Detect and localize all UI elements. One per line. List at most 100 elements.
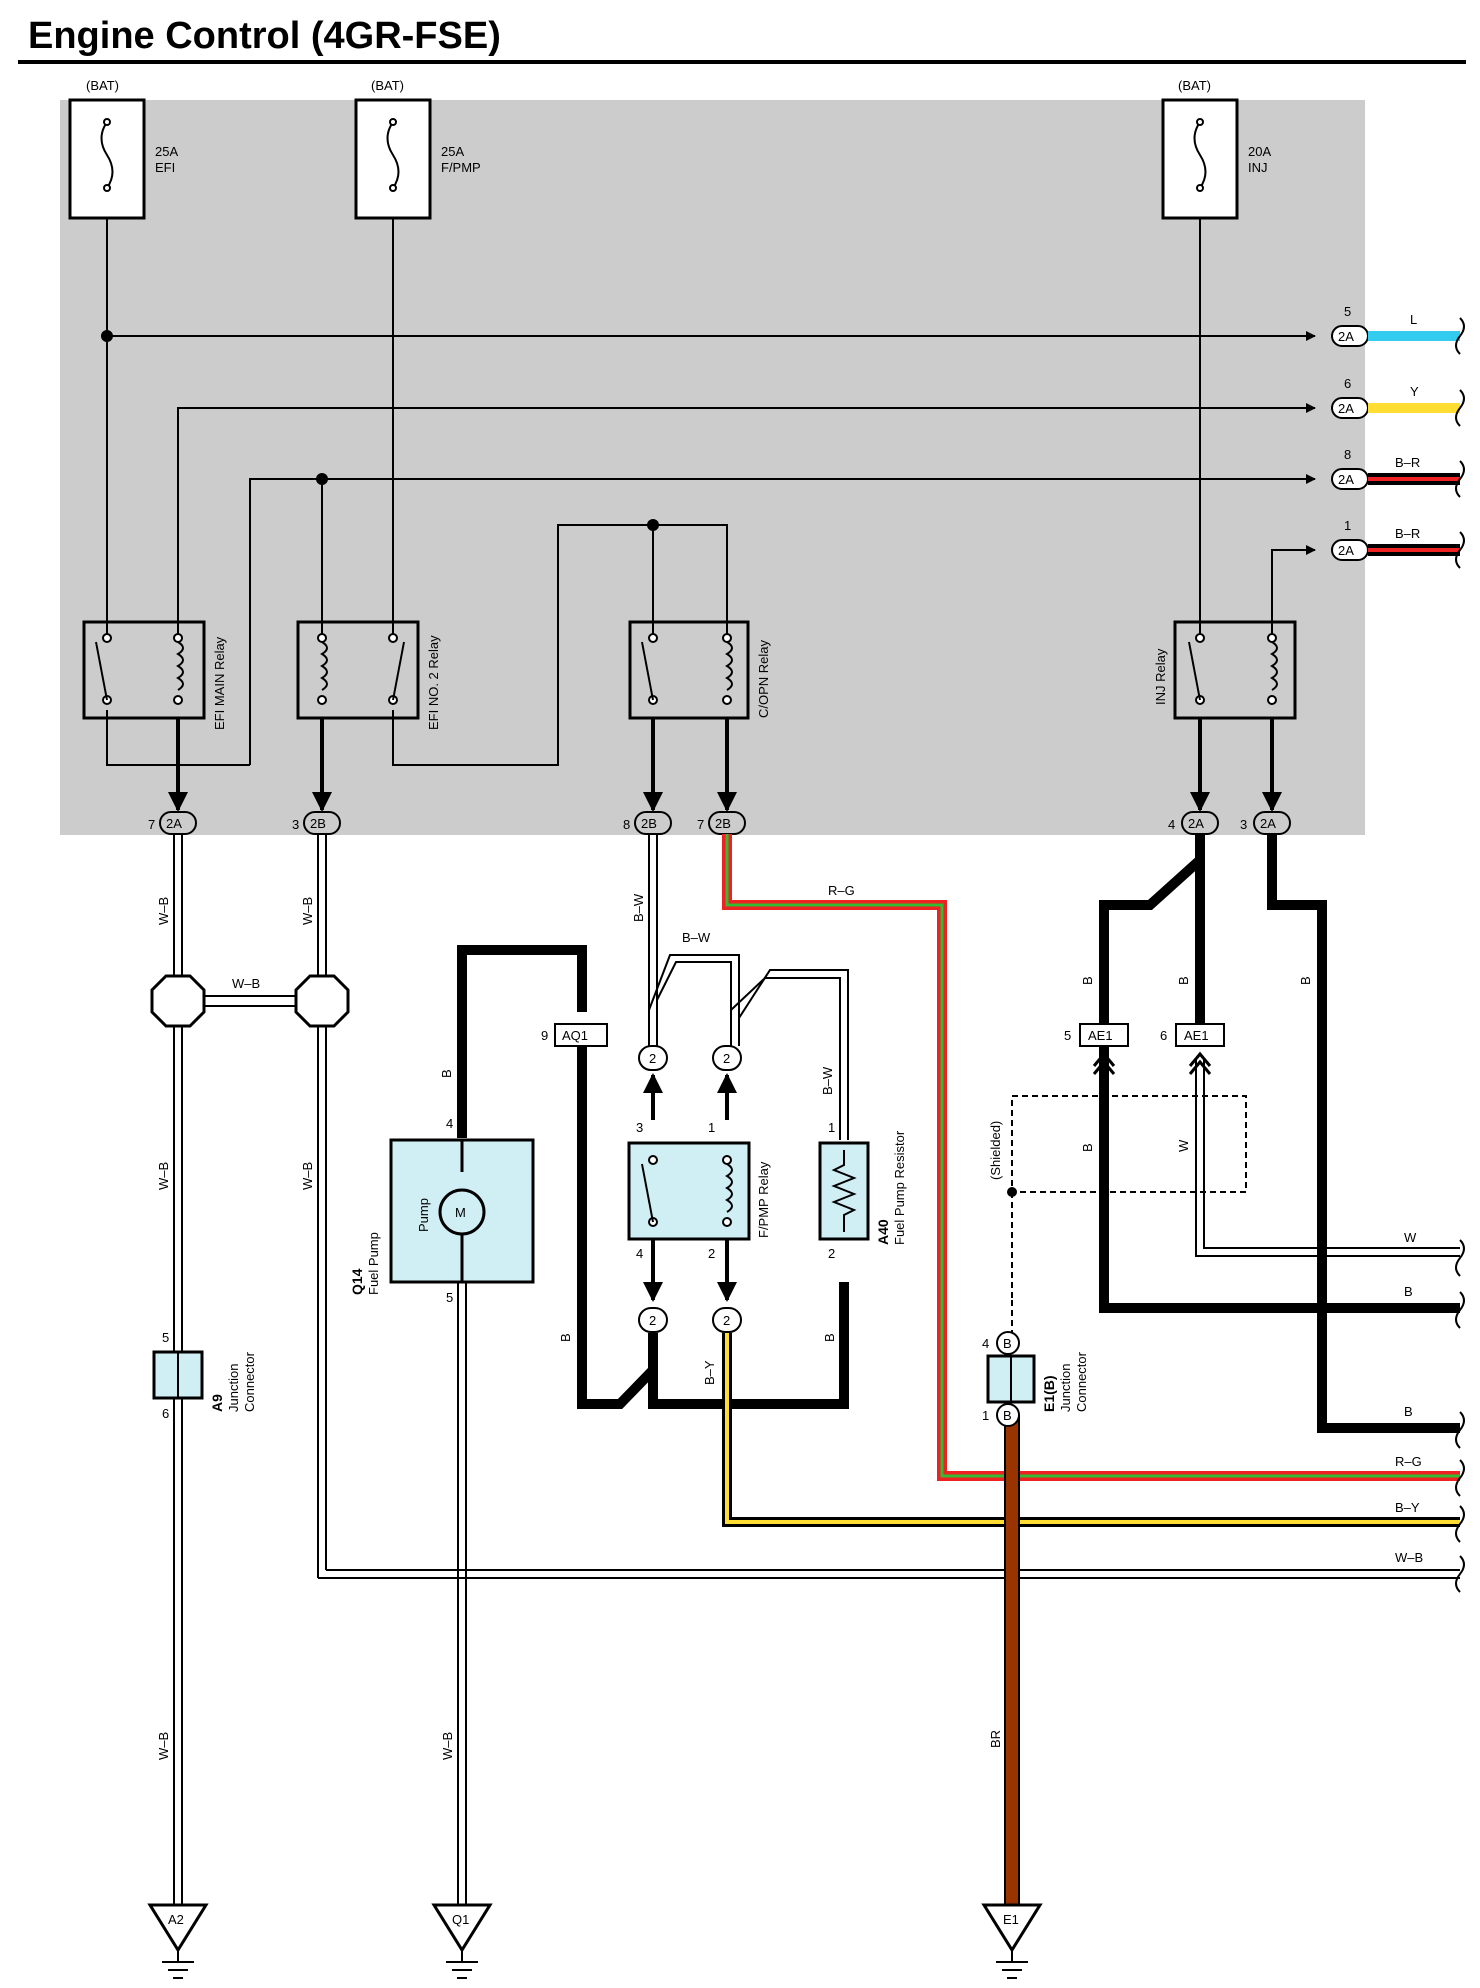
svg-text:Y: Y [1410,384,1419,399]
svg-text:5: 5 [446,1290,453,1305]
svg-text:B: B [558,1333,573,1342]
svg-text:B: B [1003,1336,1012,1351]
svg-text:3: 3 [292,817,299,832]
svg-text:W: W [1176,1139,1191,1152]
svg-text:W–B: W–B [300,1162,315,1190]
svg-text:AE1: AE1 [1088,1028,1113,1043]
wire-y [1368,403,1460,413]
efi-main-relay: EFI MAIN Relay [82,620,227,730]
svg-text:C/OPN Relay: C/OPN Relay [756,639,771,718]
svg-text:B–R: B–R [1395,455,1420,470]
svg-text:5: 5 [1064,1028,1071,1043]
svg-text:A9: A9 [209,1394,225,1412]
svg-text:B–Y: B–Y [702,1360,717,1385]
svg-text:4: 4 [982,1336,989,1351]
svg-text:2: 2 [708,1246,715,1261]
svg-text:B: B [822,1333,837,1342]
svg-text:2: 2 [723,1051,730,1066]
fpmp-section-connectors: 2 2 2 2 [638,1045,742,1333]
svg-text:1: 1 [982,1408,989,1423]
svg-text:B: B [1404,1404,1413,1419]
svg-text:Connector: Connector [242,1351,257,1412]
junction-block-panel [60,100,1365,835]
svg-text:W–B: W–B [156,1162,171,1190]
splice-octagons [150,974,350,1028]
svg-text:B: B [1298,976,1313,985]
svg-text:6: 6 [1344,376,1351,391]
svg-text:25A: 25A [441,144,464,159]
svg-text:Q14: Q14 [349,1268,365,1295]
svg-text:7: 7 [697,817,704,832]
svg-text:3: 3 [636,1120,643,1135]
svg-text:M: M [455,1205,466,1220]
svg-text:2B: 2B [310,816,326,831]
svg-text:2A: 2A [1260,816,1276,831]
svg-text:B–W: B–W [631,893,646,922]
svg-text:W–B: W–B [440,1732,455,1760]
svg-text:5: 5 [162,1330,169,1345]
svg-text:F/PMP: F/PMP [441,160,481,175]
svg-text:20A: 20A [1248,144,1271,159]
svg-text:2: 2 [828,1246,835,1261]
junction-connector-a9: 5 6 A9 Junction Connector [152,1330,257,1421]
fuel-pump-q14: B 4 M Pump 5 Q14 Fuel Pump [349,945,587,1305]
svg-text:W–B: W–B [300,897,315,925]
relay-to-connector-leads [168,718,1282,812]
svg-text:W: W [1404,1230,1417,1245]
svg-text:INJ Relay: INJ Relay [1153,648,1168,705]
svg-text:AE1: AE1 [1184,1028,1209,1043]
page-title: Engine Control (4GR-FSE) [28,15,501,57]
fuse-inj: (BAT) 20A INJ [1161,78,1271,220]
svg-text:W–B: W–B [156,897,171,925]
wb-wires [173,834,1460,1905]
svg-text:(Shielded): (Shielded) [988,1121,1003,1180]
junction-connector-e1b: 4 B 1 B E1(B) Junction Connector [982,1331,1089,1427]
svg-text:4: 4 [1168,817,1175,832]
svg-text:L: L [1410,312,1417,327]
svg-text:Q1: Q1 [452,1912,469,1927]
efi-no2-relay: EFI NO. 2 Relay [296,620,441,730]
ground-e1: E1 [981,1903,1043,1979]
svg-text:5: 5 [1344,304,1351,319]
svg-text:(BAT): (BAT) [1178,78,1211,93]
svg-text:F/PMP Relay: F/PMP Relay [756,1161,771,1238]
svg-text:2: 2 [723,1313,730,1328]
wire-l [1368,331,1460,341]
svg-text:R–G: R–G [1395,1454,1422,1469]
inj-section-connectors: 5 AE1 6 AE1 [1064,1023,1225,1075]
connector-aq1: 9 AQ1 [541,1023,608,1047]
svg-text:(BAT): (BAT) [86,78,119,93]
svg-text:4: 4 [446,1116,453,1131]
fuel-pump-resistor-a40: 1 2 A40 Fuel Pump Resistor [818,1120,907,1261]
svg-text:B: B [1080,976,1095,985]
svg-text:25A: 25A [155,144,178,159]
svg-text:W–B: W–B [1395,1550,1423,1565]
svg-text:E1: E1 [1003,1912,1019,1927]
svg-text:7: 7 [148,817,155,832]
svg-text:B–W: B–W [820,1066,835,1095]
svg-text:2A: 2A [166,816,182,831]
svg-text:2B: 2B [715,816,731,831]
ground-a2: A2 [147,1903,209,1979]
svg-text:1: 1 [828,1120,835,1135]
bottom-panel-connectors: 7 2A 3 2B 8 2B 7 2B 4 2A 3 2A [148,811,1291,835]
svg-text:B: B [1080,1143,1095,1152]
svg-text:Pump: Pump [416,1198,431,1232]
svg-text:B: B [1404,1284,1413,1299]
svg-text:8: 8 [1344,447,1351,462]
svg-text:8: 8 [623,817,630,832]
svg-text:Fuel Pump: Fuel Pump [366,1232,381,1295]
svg-text:W–B: W–B [156,1732,171,1760]
inj-section-wiring [1011,834,1460,1433]
svg-text:(BAT): (BAT) [371,78,404,93]
svg-text:2A: 2A [1188,816,1204,831]
svg-text:B: B [439,1069,454,1078]
wire-b-y [722,1333,1460,1527]
svg-text:9: 9 [541,1028,548,1043]
svg-text:B: B [1003,1408,1012,1423]
svg-text:2A: 2A [1338,543,1354,558]
svg-text:Junction: Junction [226,1364,241,1412]
svg-text:2A: 2A [1338,329,1354,344]
svg-text:2: 2 [649,1051,656,1066]
